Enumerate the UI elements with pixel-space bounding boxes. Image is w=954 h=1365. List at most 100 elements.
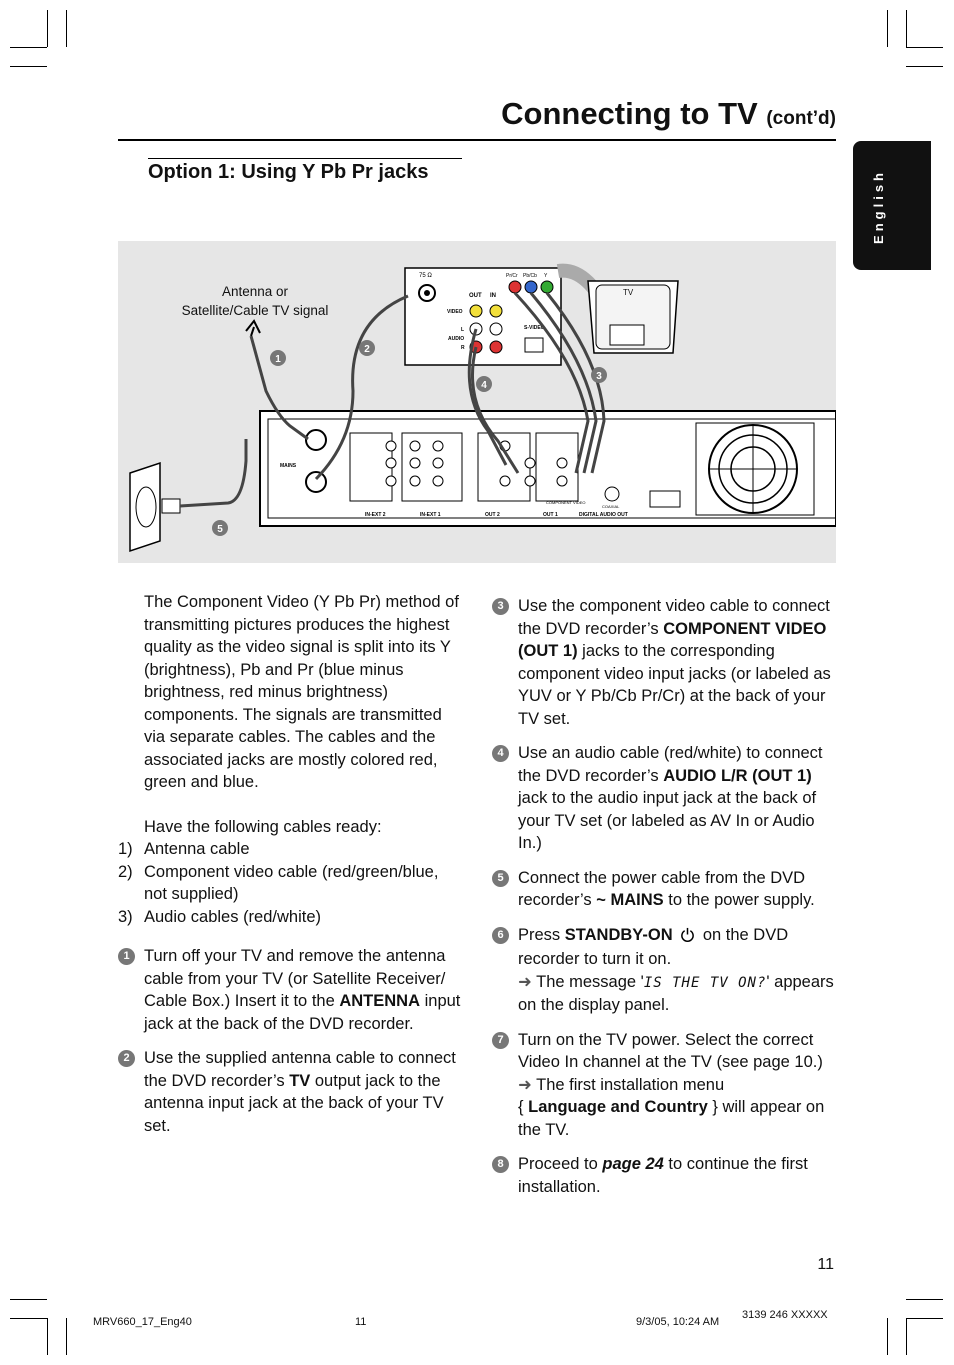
component-cable-y: [545, 292, 606, 474]
callout-badge: [476, 376, 492, 392]
label-coaxial: COAXIAL: [602, 504, 620, 509]
page-title: Connecting to TV (cont’d): [501, 96, 836, 132]
arrow-icon: ➜: [518, 1075, 532, 1094]
component-cable-pb: [529, 292, 598, 474]
footer-code: 3139 246 XXXXX: [742, 1309, 828, 1321]
fan-frame: [695, 422, 815, 516]
antenna-label: Antenna or Satellite/Cable TV signal: [170, 282, 340, 320]
crop-mark: [66, 10, 67, 47]
intro-paragraph: The Component Video (Y Pb Pr) method of …: [144, 593, 459, 791]
connection-diagram-svg: 75 Ω OUT IN VIDEO AUDIO L R S-VIDEO Pr/C…: [129, 263, 837, 553]
crop-mark: [906, 1318, 943, 1319]
step-1: 1 Turn off your TV and remove the antenn…: [118, 945, 463, 1035]
callout-2: 2: [364, 344, 370, 355]
lcd-message: IS THE TV ON?: [643, 974, 767, 991]
label-audio: AUDIO: [448, 336, 464, 342]
audio-cable-l: [467, 328, 508, 466]
crop-mark: [906, 47, 943, 48]
crop-mark: [906, 1318, 907, 1355]
step-2: 2 Use the supplied antenna cable to conn…: [118, 1047, 463, 1137]
footer-date: 9/3/05, 10:24 AM: [636, 1316, 720, 1328]
recorder-antenna-jack: [305, 429, 327, 451]
step-4: 4 Use an audio cable (red/white) to conn…: [492, 742, 838, 855]
crop-mark: [10, 1299, 47, 1300]
tv-y-jack: [540, 280, 554, 294]
step-number-badge: 4: [492, 745, 509, 762]
right-column: 3 Use the component video cable to conne…: [492, 595, 838, 1210]
list-item: 3)Audio cables (red/white): [118, 907, 322, 926]
label-prcr: Pr/Cr: [506, 273, 518, 279]
crop-mark: [906, 1299, 943, 1300]
label-mains: MAINS: [280, 463, 297, 469]
label-pbcb: Pb/Cb: [523, 273, 537, 279]
label-video: VIDEO: [447, 309, 463, 315]
tv-label: TV: [623, 288, 634, 297]
cables-intro: Have the following cables ready:: [144, 817, 382, 836]
cables: [179, 291, 606, 508]
recorder-tv-out-jack: [305, 471, 327, 493]
label-out2: OUT 2: [485, 512, 500, 518]
step-3: 3 Use the component video cable to conne…: [492, 595, 838, 730]
list-item: 1)Antenna cable: [118, 840, 250, 858]
label-component-video: COMPONENT VIDEO: [546, 500, 586, 505]
crop-mark: [10, 47, 47, 48]
antenna-cable: [249, 335, 309, 441]
callout-badge: [270, 350, 286, 366]
step-number-badge: 5: [492, 869, 509, 887]
callout-badge: [591, 367, 607, 383]
step-7: 7 Turn on the TV power. Select the corre…: [492, 1029, 838, 1142]
crop-mark: [887, 10, 888, 47]
crop-mark: [10, 66, 47, 67]
label-svideo: S-VIDEO: [524, 325, 545, 331]
wall-socket-icon: [129, 461, 181, 553]
antenna-label-line1: Antenna or: [221, 284, 289, 299]
arrow-icon: ➜: [518, 972, 532, 991]
list-item: 2)Component video cable (red/green/blue,…: [118, 862, 439, 904]
tv-video-jack: [489, 304, 503, 318]
step-number-badge: 8: [492, 1156, 509, 1173]
label-in: IN: [490, 293, 496, 299]
fan-grille-icon: [708, 424, 798, 514]
callouts: 1 2 3 4 5: [212, 340, 607, 536]
crop-mark: [906, 66, 943, 67]
step-number-badge: 3: [492, 598, 509, 615]
label-plate: [649, 490, 681, 508]
crop-mark: [47, 10, 48, 47]
step-number-badge: 7: [492, 1031, 509, 1049]
step-number-badge: 2: [118, 1050, 135, 1067]
power-icon: [680, 926, 695, 949]
recorder-jacks: [385, 440, 620, 502]
tv-pb-jack: [524, 280, 538, 294]
title-main: Connecting to TV: [501, 96, 758, 131]
tv-pr-jack: [508, 280, 522, 294]
label-in-ext1: IN-EXT 1: [420, 512, 441, 518]
footer-file: MRV660_17_Eng40: [93, 1316, 192, 1328]
audio-cable-r: [470, 346, 520, 474]
page-number: 11: [817, 1256, 834, 1273]
step-number-badge: 6: [492, 926, 509, 944]
callout-badge: [359, 340, 375, 356]
tv-audio-l-jack: [489, 322, 503, 336]
callout-3: 3: [596, 371, 602, 382]
connection-diagram: 75 Ω OUT IN VIDEO AUDIO L R S-VIDEO Pr/C…: [118, 241, 837, 563]
step-number-badge: 1: [118, 948, 135, 965]
label-ohm: 75 Ω: [419, 273, 432, 279]
cable-list: 1)Antenna cable 2)Component video cable …: [118, 838, 463, 928]
language-tab: English: [853, 141, 931, 270]
crop-mark: [66, 1318, 67, 1355]
callout-badge: [212, 520, 228, 536]
crop-mark: [906, 10, 907, 47]
crop-mark: [887, 1318, 888, 1355]
footer-page: 11: [355, 1316, 367, 1328]
tv-audio-r-jack: [489, 340, 503, 354]
step-5: 5 Connect the power cable from the DVD r…: [492, 867, 838, 912]
crop-mark: [10, 1318, 47, 1319]
tv-antenna-cable: [314, 294, 409, 481]
left-column: The Component Video (Y Pb Pr) method of …: [118, 591, 463, 1149]
language-tab-label: English: [871, 169, 886, 244]
in-ext1-block: [401, 432, 463, 502]
label-digital-audio-out: DIGITAL AUDIO OUT: [579, 512, 628, 518]
label-in-ext2: IN-EXT 2: [365, 512, 386, 518]
label-r: R: [461, 345, 465, 351]
section-title: Option 1: Using Y Pb Pr jacks: [148, 158, 462, 184]
